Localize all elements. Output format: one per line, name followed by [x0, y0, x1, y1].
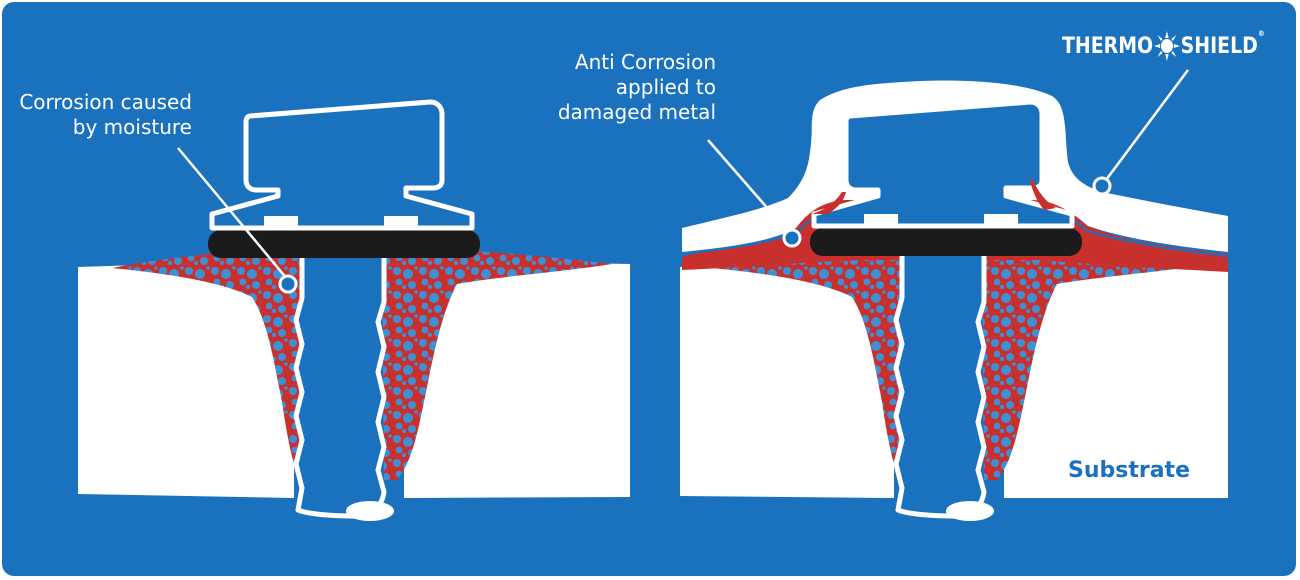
anti-corrosion-label-line-1: Anti Corrosion — [574, 50, 716, 74]
right-substrate-right — [1004, 260, 1228, 498]
sun-icon — [1154, 31, 1180, 61]
left-screw-head — [209, 99, 475, 231]
anti-corrosion-label: Anti Corrosion applied to damaged metal — [542, 50, 716, 125]
anti-corrosion-leader — [707, 139, 791, 235]
right-washer — [810, 228, 1082, 256]
left-washer — [208, 230, 480, 258]
left-scene — [78, 99, 630, 521]
right-substrate-left — [680, 260, 894, 498]
left-substrate-right — [404, 260, 630, 498]
left-substrate-left — [78, 260, 294, 498]
logo-text-left: THERMO — [1062, 33, 1154, 59]
right-scene — [680, 69, 1229, 521]
corrosion-label-line-2: by moisture — [72, 115, 192, 139]
corrosion-label-line-1: Corrosion caused — [19, 90, 192, 114]
thermoshield-leader — [1104, 69, 1190, 181]
logo-text-right: SHIELD — [1180, 33, 1258, 59]
registered-mark: ® — [1257, 29, 1265, 38]
corrosion-label: Corrosion caused by moisture — [12, 90, 192, 140]
left-leader-dot — [278, 274, 298, 294]
anti-corrosion-dot — [782, 228, 802, 248]
left-label-leader — [177, 147, 289, 281]
right-rust-right — [982, 250, 1212, 480]
left-screw-shank — [293, 249, 387, 519]
anti-corrosion-label-line-2: applied to — [615, 75, 716, 99]
thermoshield-dot — [1092, 176, 1112, 196]
right-screw-shank — [893, 249, 987, 519]
right-rust-left — [712, 250, 902, 482]
anti-corrosion-label-line-3: damaged metal — [557, 100, 716, 124]
right-screw-head — [811, 99, 1075, 229]
substrate-label: Substrate — [1068, 458, 1190, 483]
left-rust-right — [382, 250, 612, 480]
thermoshield-logo: THERMO SHIELD ® — [1062, 26, 1265, 66]
